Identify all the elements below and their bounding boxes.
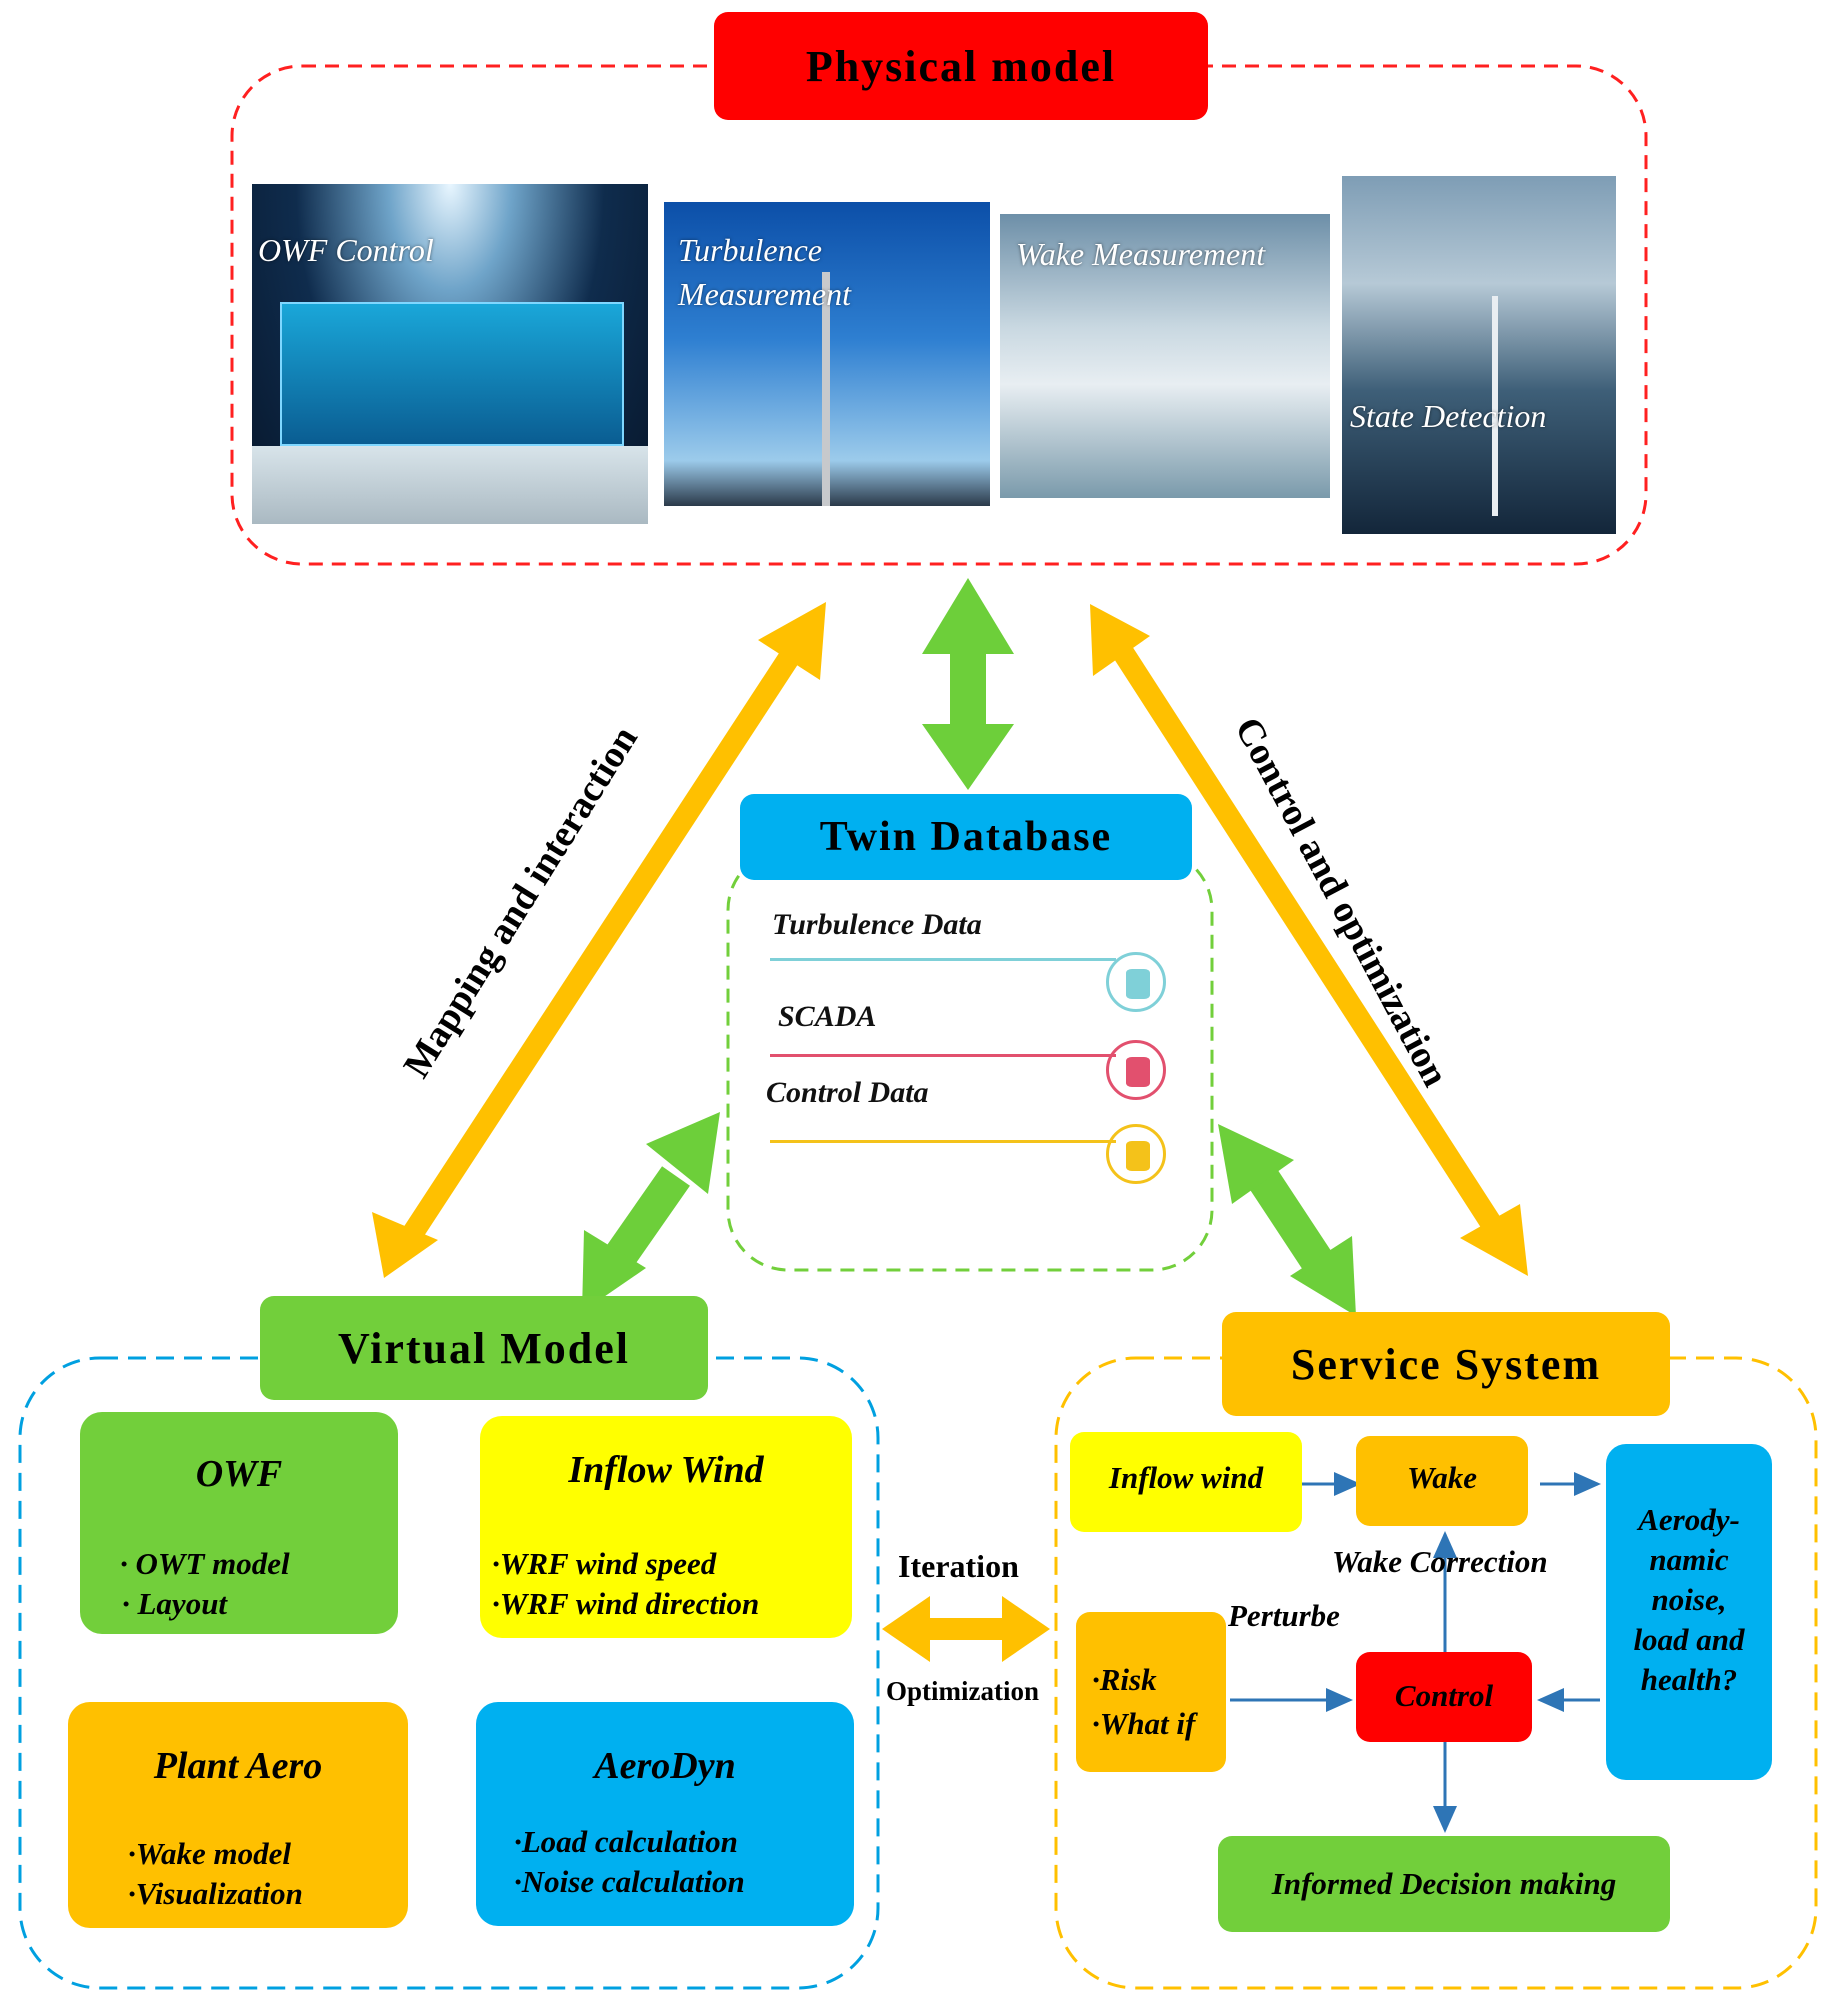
svc-control-label: Control	[1394, 1678, 1494, 1713]
inflow-line2: ·WRF wind direction	[492, 1586, 760, 1621]
owf-line1: · OWT model	[120, 1546, 290, 1581]
perturbe-label: Perturbe	[1228, 1598, 1340, 1633]
svc-aero-line2: namic	[1649, 1542, 1729, 1577]
optimization-label: Optimization	[886, 1676, 1039, 1706]
physical-model-title: Physical model	[714, 12, 1208, 120]
aerodyn-line1: ·Load calculation	[514, 1824, 738, 1859]
twin-service-arrow	[1218, 1124, 1356, 1316]
control-arrow	[1090, 604, 1528, 1276]
owf-control-caption: OWF Control	[258, 232, 434, 268]
inflow-wind-box: Inflow Wind ·WRF wind speed ·WRF wind di…	[480, 1416, 852, 1638]
wake-photo: Wake Measurement	[1000, 214, 1330, 498]
svc-decision-box: Informed Decision making	[1218, 1836, 1670, 1932]
mapping-arrow	[372, 602, 826, 1278]
svc-decision-label: Informed Decision making	[1271, 1866, 1617, 1901]
wake-correction-label: Wake Correction	[1332, 1544, 1548, 1579]
turbulence-caption-line1: Turbulence	[678, 232, 822, 268]
plant-aero-title: Plant Aero	[153, 1745, 323, 1787]
inflow-wind-title: Inflow Wind	[568, 1449, 764, 1491]
svc-aero-line5: health?	[1640, 1662, 1738, 1697]
plant-aero-box: Plant Aero ·Wake model ·Visualization	[68, 1702, 408, 1928]
svc-aero-box: Aerody- namic noise, load and health?	[1606, 1444, 1772, 1780]
aerodyn-title: AeroDyn	[594, 1745, 736, 1787]
control-desk	[252, 446, 648, 524]
twin-virtual-arrow	[582, 1112, 720, 1312]
physical-twin-arrow	[922, 578, 1014, 790]
svc-inflow-wind-label: Inflow wind	[1108, 1460, 1264, 1495]
svc-control: Control	[1356, 1652, 1532, 1742]
inflow-line1: ·WRF wind speed	[492, 1546, 717, 1581]
twin-database-frame	[726, 848, 1214, 1272]
service-flow	[1230, 1472, 1601, 1833]
svc-risk-label: ·Risk	[1092, 1662, 1157, 1697]
physical-model-frame	[230, 64, 1648, 566]
owf-title: OWF	[195, 1453, 283, 1495]
db-label-control: Control Data	[766, 1076, 929, 1109]
turbine-tower	[1492, 296, 1498, 516]
db-line-scada	[770, 1054, 1116, 1057]
control-screen	[280, 302, 624, 446]
twin-database-title: Twin Database	[740, 794, 1192, 880]
wake-caption: Wake Measurement	[1016, 236, 1266, 272]
svc-inflow-wind: Inflow wind	[1070, 1432, 1302, 1532]
state-detection-photo: State Detection	[1342, 176, 1616, 534]
svc-wake-label: Wake	[1406, 1460, 1478, 1495]
owf-box: OWF · OWT model · Layout	[80, 1412, 398, 1634]
database-icon-scada	[1106, 1040, 1166, 1100]
svc-aero-line1: Aerody-	[1638, 1502, 1740, 1537]
owf-line2: · Layout	[122, 1586, 228, 1621]
met-mast	[822, 272, 830, 506]
service-system-title: Service System	[1222, 1312, 1670, 1416]
plant-line2: ·Visualization	[128, 1876, 303, 1911]
db-line-control	[770, 1140, 1116, 1143]
owf-control-photo: OWF Control	[252, 184, 648, 524]
db-label-turbulence: Turbulence Data	[772, 908, 982, 941]
state-detection-caption: State Detection	[1350, 398, 1547, 434]
db-label-scada: SCADA	[778, 1000, 877, 1033]
turbulence-caption-line2: Measurement	[678, 276, 851, 312]
service-system-frame	[1054, 1356, 1818, 1990]
iteration-arrow	[882, 1596, 1050, 1662]
aerodyn-line2: ·Noise calculation	[514, 1864, 745, 1899]
database-icon-turbulence	[1106, 952, 1166, 1012]
virtual-model-title: Virtual Model	[260, 1296, 708, 1400]
iteration-label: Iteration	[898, 1548, 1019, 1584]
svc-aero-line4: load and	[1633, 1622, 1745, 1657]
svc-risk-box: ·Risk ·What if	[1076, 1612, 1226, 1772]
aerodyn-box: AeroDyn ·Load calculation ·Noise calcula…	[476, 1702, 854, 1926]
svc-what-if-label: ·What if	[1092, 1706, 1196, 1741]
plant-line1: ·Wake model	[128, 1836, 292, 1871]
svc-aero-line3: noise,	[1651, 1582, 1727, 1617]
database-icon-control	[1106, 1124, 1166, 1184]
db-line-turbulence	[770, 958, 1116, 961]
turbulence-photo: Turbulence Measurement	[664, 202, 990, 506]
svc-wake: Wake	[1356, 1436, 1528, 1526]
